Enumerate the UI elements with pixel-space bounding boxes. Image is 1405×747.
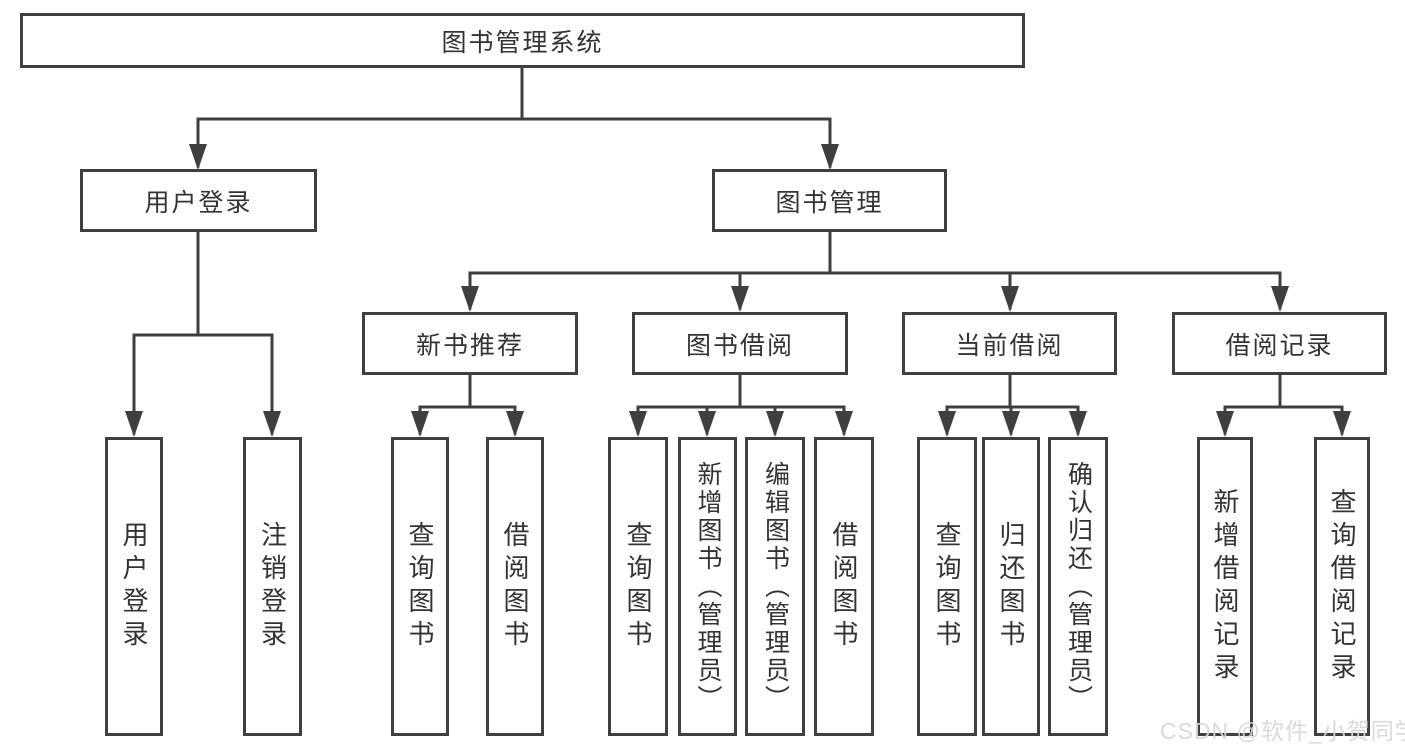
node-root-library-system: 图书管理系统 <box>20 13 1025 68</box>
leaf-borrow-books-recommend: 借阅图书 <box>486 437 544 736</box>
leaf-label: 借阅图书 <box>500 520 530 653</box>
node-label: 当前借阅 <box>955 331 1064 360</box>
leaf-borrow-books: 借阅图书 <box>814 437 874 736</box>
leaf-query-books-borrow: 查询图书 <box>608 437 668 736</box>
arrowheads <box>125 144 1351 437</box>
leaf-add-borrow-record: 新增借阅记录 <box>1197 437 1253 736</box>
leaf-label: 查询图书 <box>405 520 435 653</box>
node-label: 图书借阅 <box>685 331 794 360</box>
csdn-watermark: CSDN @软件_小贺同学 <box>1160 718 1405 744</box>
leaf-label: 确认归还（管理员） <box>1064 460 1093 713</box>
leaf-label: 借阅图书 <box>829 520 859 653</box>
leaf-label: 注销登录 <box>257 520 288 653</box>
leaf-label: 新增借阅记录 <box>1210 487 1240 686</box>
leaf-edit-books-admin: 编辑图书（管理员） <box>745 437 805 736</box>
leaf-label: 查询图书 <box>932 520 962 653</box>
leaf-label: 查询图书 <box>623 520 653 653</box>
leaf-logout: 注销登录 <box>243 437 302 736</box>
leaf-label: 编辑图书（管理员） <box>761 460 790 713</box>
node-current-borrow: 当前借阅 <box>902 312 1117 375</box>
node-user-login: 用户登录 <box>80 169 317 232</box>
leaf-return-books: 归还图书 <box>982 437 1040 736</box>
leaf-label: 用户登录 <box>119 520 149 653</box>
node-label: 用户登录 <box>144 188 253 217</box>
leaf-user-login: 用户登录 <box>105 437 163 736</box>
leaf-label: 归还图书 <box>996 520 1026 653</box>
leaf-query-borrow-record: 查询借阅记录 <box>1314 437 1370 736</box>
leaf-query-books-current: 查询图书 <box>917 437 977 736</box>
leaf-query-books-recommend: 查询图书 <box>391 437 449 736</box>
node-new-book-recommend: 新书推荐 <box>362 312 578 375</box>
node-book-management: 图书管理 <box>712 169 947 232</box>
node-label: 图书管理系统 <box>441 28 604 57</box>
node-label: 图书管理 <box>775 188 884 217</box>
leaf-label: 新增图书（管理员） <box>694 460 722 713</box>
leaf-confirm-return-admin: 确认归还（管理员） <box>1048 437 1108 736</box>
leaf-label: 查询借阅记录 <box>1327 487 1357 686</box>
leaf-add-books-admin: 新增图书（管理员） <box>678 437 737 736</box>
node-label: 借阅记录 <box>1225 331 1334 360</box>
node-book-borrow: 图书借阅 <box>632 312 848 375</box>
node-label: 新书推荐 <box>415 331 524 360</box>
node-borrow-records: 借阅记录 <box>1172 312 1387 375</box>
